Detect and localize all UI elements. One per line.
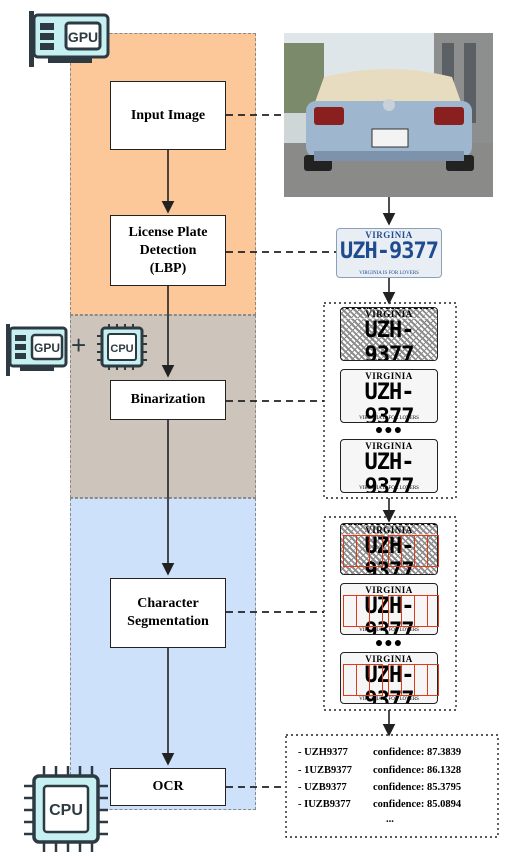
ocr-result-confidence: confidence: 85.3795 — [373, 782, 462, 793]
cpu-icon-small: CPU — [97, 324, 147, 370]
plate-state: VIRGINIA — [365, 585, 413, 595]
svg-text:CPU: CPU — [49, 802, 83, 819]
binarized-plate-1: VIRGINIA UZH-9377 — [340, 307, 438, 361]
ocr-result-text: - UZB9377 — [298, 782, 347, 793]
binarized-plate-2: VIRGINIA UZH-9377 VIRGINIA IS FOR LOVERS — [340, 369, 438, 423]
segmentation-label-2: Segmentation — [127, 614, 209, 629]
plate-state: VIRGINIA — [365, 230, 413, 240]
input-image-box: Input Image — [110, 81, 226, 150]
plate-motto: VIRGINIA IS FOR LOVERS — [359, 486, 419, 491]
ocr-result-confidence: confidence: 86.1328 — [373, 765, 462, 776]
plate-state: VIRGINIA — [365, 654, 413, 664]
input-car-photo — [284, 33, 493, 197]
segmentation-label-1: Character — [137, 596, 199, 611]
plate-state: VIRGINIA — [365, 371, 413, 381]
detection-label-3: (LBP) — [149, 260, 187, 276]
gpu-icon: GPU — [29, 11, 110, 67]
plate-motto: VIRGINIA IS FOR LOVERS — [359, 697, 419, 702]
detection-label-2: Detection — [139, 242, 197, 258]
plate-detection-box: License Plate Detection (LBP) — [110, 215, 226, 286]
binarized-ellipsis: ●●● — [374, 423, 404, 438]
ocr-result-text: - 1UZB9377 — [298, 765, 352, 776]
segmented-ellipsis: ●●● — [374, 636, 404, 651]
input-image-label: Input Image — [130, 107, 206, 123]
ocr-label: OCR — [152, 779, 184, 794]
cpu-icon: CPU — [24, 766, 108, 852]
ocr-box: OCR — [110, 768, 226, 806]
plate-motto: VIRGINIA IS FOR LOVERS — [359, 628, 419, 633]
ocr-result-text: - IUZB9377 — [298, 799, 351, 810]
ocr-result-confidence: confidence: 85.0894 — [373, 799, 462, 810]
binarized-plate-3: VIRGINIA UZH-9377 VIRGINIA IS FOR LOVERS — [340, 439, 438, 493]
plate-number: UZH-9377 — [341, 534, 437, 574]
segmented-plate-1: VIRGINIA UZH-9377 — [340, 523, 438, 575]
cpu-stage-region — [70, 498, 256, 810]
plate-state: VIRGINIA — [341, 309, 437, 319]
gpu-icon-small: GPU — [6, 324, 68, 376]
plate-number: UZH-9377 — [341, 318, 437, 360]
segmentation-box: Character Segmentation — [110, 578, 226, 648]
plate-number: UZH-9377 — [364, 450, 415, 493]
svg-text:CPU: CPU — [110, 343, 133, 355]
plate-number: UZH-9377 — [340, 239, 439, 264]
detection-label-1: License Plate — [128, 224, 208, 240]
plate-state: VIRGINIA — [365, 441, 413, 451]
detected-plate: VIRGINIA UZH-9377 VIRGINIA IS FOR LOVERS — [336, 228, 442, 278]
ocr-result-text: - UZH9377 — [298, 747, 348, 758]
plus-sign: + — [71, 330, 87, 360]
plate-motto: VIRGINIA IS FOR LOVERS — [359, 416, 419, 421]
gpu-icon-text: GPU — [68, 29, 98, 45]
plate-state: VIRGINIA — [341, 525, 437, 535]
plate-number: UZH-9377 — [364, 380, 415, 423]
svg-text:GPU: GPU — [34, 341, 60, 355]
ocr-result-confidence: confidence: 87.3839 — [373, 747, 462, 758]
binarization-box: Binarization — [110, 380, 226, 420]
binarization-label: Binarization — [130, 392, 206, 407]
ocr-more-ellipsis: ... — [386, 814, 394, 825]
plate-motto: VIRGINIA IS FOR LOVERS — [359, 271, 419, 276]
